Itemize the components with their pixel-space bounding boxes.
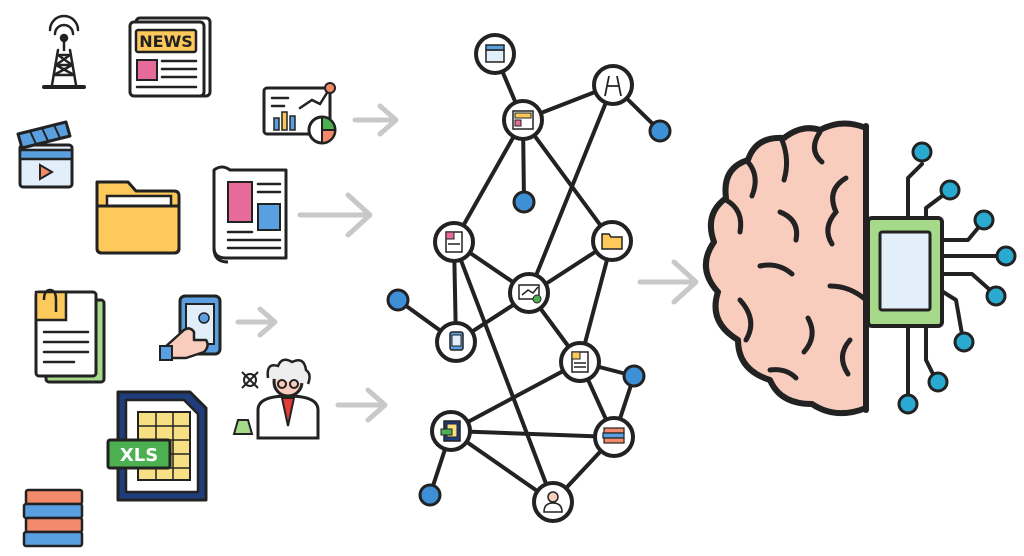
books-icon: [22, 488, 84, 548]
ai-brain-icon: [703, 120, 1017, 417]
spreadsheet-icon: XLS: [106, 390, 208, 502]
circuit-dot: [973, 209, 995, 231]
circuit-dot: [911, 141, 933, 163]
arrow-icon: [297, 192, 373, 238]
news-node-icon: [502, 99, 544, 141]
circuit-dot: [927, 371, 949, 393]
flow-arrows: [235, 103, 699, 423]
news-label: NEWS: [139, 32, 193, 51]
video-node-icon: [474, 33, 516, 75]
scientist-icon: [232, 358, 320, 440]
network-dot: [418, 483, 442, 507]
circuit-dots: [897, 141, 1017, 415]
video-clapperboard-icon: [16, 120, 74, 189]
arrow-icon: [637, 259, 699, 305]
circuit-dot: [985, 285, 1007, 307]
circuit-dot: [953, 331, 975, 353]
network-dot: [648, 119, 672, 143]
books-node-icon: [593, 416, 635, 458]
arrow-icon: [352, 103, 399, 137]
document-node-icon: [433, 221, 475, 263]
newspaper-icon: NEWS: [128, 16, 212, 98]
network-dot: [512, 190, 536, 214]
chart-node-icon: [508, 272, 550, 314]
xls-label: XLS: [120, 445, 158, 466]
social-media-tablet-icon: [159, 294, 222, 361]
document-clip-icon: [34, 288, 106, 384]
folder-icon: [95, 180, 181, 255]
tablet-node-icon: [435, 321, 477, 363]
network-nodes: [430, 33, 635, 523]
chip-screen: [878, 230, 932, 312]
network-dot: [386, 288, 410, 312]
scientist-node-icon: [532, 481, 574, 523]
magazine-icon: [212, 165, 288, 264]
circuit-dot: [897, 393, 919, 415]
arrow-icon: [335, 387, 388, 423]
circuit-dot: [995, 245, 1017, 267]
network-dot: [622, 364, 646, 388]
tower-node-icon: [592, 64, 634, 106]
spreadsheet-node-icon: [430, 410, 472, 452]
folder-node-icon: [591, 220, 633, 262]
brain-folds: [723, 129, 869, 381]
circuit-dot: [939, 179, 961, 201]
network-dots: [386, 119, 672, 507]
analytics-chart-icon: [262, 82, 337, 145]
radio-tower-icon: [42, 14, 86, 89]
arrow-icon: [235, 306, 278, 338]
paper-node-icon: [559, 341, 601, 383]
